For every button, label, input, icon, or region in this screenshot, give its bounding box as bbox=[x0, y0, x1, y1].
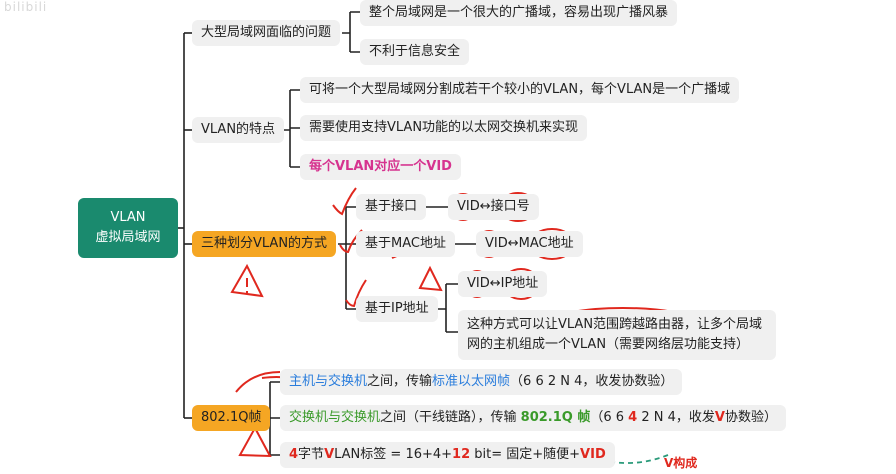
dot1q-tag-bytes: 4 bbox=[628, 410, 638, 425]
method-mac: 基于MAC地址 bbox=[356, 231, 455, 257]
method-ip: 基于IP地址 bbox=[356, 296, 438, 322]
method-ip-note: 这种方式可以让VLAN范围跨越路由器，让多个局域网的主机组成一个VLAN（需要网… bbox=[458, 310, 776, 360]
dot1q-v-mark: V bbox=[714, 410, 725, 425]
formula-bit: bit= 固定+随便+ bbox=[470, 447, 581, 462]
dot1q-host-switch-label: 主机与交换机 bbox=[289, 374, 368, 389]
root-subtitle: 虚拟局域网 bbox=[95, 230, 161, 245]
v-composition-note: V构成 bbox=[664, 456, 698, 470]
root-node: VLAN 虚拟局域网 bbox=[78, 198, 178, 258]
method-port: 基于接口 bbox=[356, 194, 427, 220]
dot1q-frame-name: 802.1Q 帧 bbox=[520, 410, 591, 425]
dot1q-host-switch-format: （6 6 2 N 4，收发协数验） bbox=[510, 374, 674, 389]
dot1q-format-start: （6 6 bbox=[590, 410, 629, 425]
feature-item-vid: 每个VLAN对应一个VID bbox=[300, 154, 461, 180]
branch-methods: 三种划分VLAN的方式 bbox=[192, 231, 337, 257]
branch-dot1q-label: 802.1Q帧 bbox=[201, 410, 262, 425]
v-composition-arrow bbox=[589, 454, 669, 464]
feature-item-split: 可将一个大型局域网分割成若干个较小的VLAN，每个VLAN是一个广播域 bbox=[300, 77, 740, 103]
formula-vid: VID bbox=[580, 447, 606, 462]
formula-v: V bbox=[324, 447, 335, 462]
watermark: bilibili bbox=[4, 0, 48, 14]
dot1q-standard-frame: 标准以太网帧 bbox=[432, 374, 511, 389]
dot1q-switch-switch-mid: 之间（干线链路），传输 bbox=[380, 410, 521, 425]
branch-problem: 大型局域网面临的问题 bbox=[192, 20, 341, 46]
dot1q-format-middle: 2 N 4，收发 bbox=[637, 410, 715, 425]
method-ip-value: VID↔IP地址 bbox=[458, 271, 548, 297]
feature-item-switch: 需要使用支持VLAN功能的以太网交换机来实现 bbox=[300, 115, 588, 141]
dot1q-tag-formula: 4字节VLAN标签 = 16+4+12 bit= 固定+随便+VID bbox=[280, 442, 615, 468]
method-mac-value: VID↔MAC地址 bbox=[476, 231, 583, 257]
root-title: VLAN bbox=[110, 210, 146, 225]
formula-lan-tag: LAN标签 = 16+4+ bbox=[334, 447, 453, 462]
dot1q-switch-switch: 交换机与交换机之间（干线链路），传输 802.1Q 帧（6 6 4 2 N 4，… bbox=[280, 405, 786, 431]
dot1q-host-switch: 主机与交换机之间，传输标准以太网帧（6 6 2 N 4，收发协数验） bbox=[280, 369, 683, 395]
dot1q-format-end: 协数验） bbox=[724, 410, 777, 425]
dot1q-switch-switch-label: 交换机与交换机 bbox=[289, 410, 381, 425]
branch-features: VLAN的特点 bbox=[192, 117, 285, 143]
problem-item-security: 不利于信息安全 bbox=[360, 39, 470, 65]
method-port-value: VID↔接口号 bbox=[448, 194, 539, 220]
branch-dot1q: 802.1Q帧 bbox=[192, 405, 271, 431]
dot1q-host-switch-mid: 之间，传输 bbox=[367, 374, 433, 389]
formula-4: 4 bbox=[289, 447, 299, 462]
formula-12: 12 bbox=[452, 447, 471, 462]
problem-item-broadcast: 整个局域网是一个很大的广播域，容易出现广播风暴 bbox=[360, 0, 678, 26]
formula-bytes: 字节 bbox=[298, 447, 325, 462]
